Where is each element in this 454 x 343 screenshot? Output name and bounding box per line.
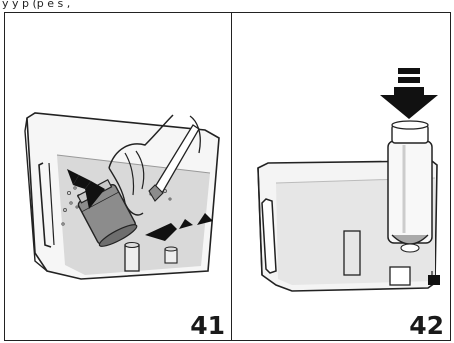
- step-42-panel: 42: [232, 13, 450, 340]
- step-number-42: 42: [409, 313, 444, 338]
- filter-soaking-illustration: [5, 13, 231, 340]
- insert-filter-illustration: [232, 13, 450, 340]
- page-header-fragment: y y p (p e s ,: [2, 0, 70, 10]
- step-number-41: 41: [190, 313, 225, 338]
- step-41-panel: 41: [5, 13, 231, 340]
